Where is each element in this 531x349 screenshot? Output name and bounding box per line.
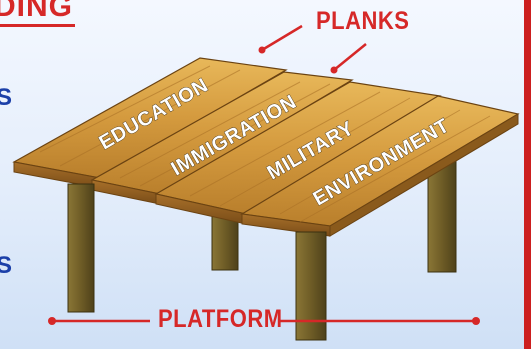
side-text-fragment-bottom: S bbox=[0, 252, 13, 279]
planks-pointer-dot-1 bbox=[258, 46, 266, 54]
platform-callout: PLATFORM bbox=[158, 304, 283, 333]
wood-grain bbox=[39, 65, 491, 223]
page-title-fragment: DING bbox=[0, 0, 75, 27]
platform-dot-right bbox=[472, 317, 480, 325]
table-leg-front-right bbox=[295, 231, 327, 341]
right-border-bar bbox=[524, 0, 531, 349]
table-leg-front-left bbox=[67, 183, 95, 313]
plank-2 bbox=[90, 71, 354, 205]
side-text-fragment-top: S bbox=[0, 84, 13, 111]
plank-4 bbox=[240, 95, 520, 237]
planks-pointer-line-1 bbox=[261, 24, 303, 52]
planks-pointer-dot-2 bbox=[330, 66, 338, 74]
platform-dot-left bbox=[48, 317, 56, 325]
planks-pointer-line-2 bbox=[333, 43, 367, 71]
planks-callout: PLANKS bbox=[316, 6, 410, 35]
